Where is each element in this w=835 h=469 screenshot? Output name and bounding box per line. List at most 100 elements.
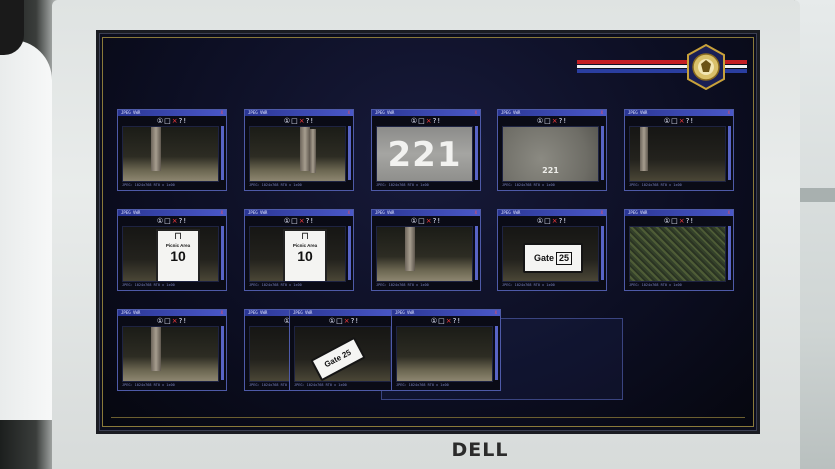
window-close-mark[interactable]: X [347,110,350,115]
info-icon[interactable]: ① [156,217,165,225]
vertical-scrollbar[interactable] [475,226,478,280]
maximize-icon[interactable]: □ [671,117,679,125]
maximize-icon[interactable]: □ [164,317,172,325]
maximize-icon[interactable]: □ [418,117,426,125]
vertical-scrollbar[interactable] [728,226,731,280]
help-icon[interactable]: ? [432,217,438,225]
close-icon[interactable]: × [551,217,559,225]
help-icon[interactable]: ? [305,217,311,225]
vertical-scrollbar[interactable] [728,126,731,180]
alert-icon[interactable]: ! [457,317,462,325]
close-icon[interactable]: × [445,317,453,325]
close-icon[interactable]: × [171,217,179,225]
close-icon[interactable]: × [678,217,686,225]
alert-icon[interactable]: ! [183,217,188,225]
thumbnail-image[interactable]: Gate 25 [294,326,391,382]
maximize-icon[interactable]: □ [544,117,552,125]
alert-icon[interactable]: ! [183,117,188,125]
close-icon[interactable]: × [298,217,306,225]
thumbnail-image[interactable]: 221 [502,126,599,182]
info-icon[interactable]: ① [328,317,337,325]
info-icon[interactable]: ① [410,217,419,225]
window-close-mark[interactable]: X [474,110,477,115]
help-icon[interactable]: ? [350,317,356,325]
thumbnail-image[interactable] [122,126,219,182]
maximize-icon[interactable]: □ [671,217,679,225]
window-close-mark[interactable]: X [347,210,350,215]
maximize-icon[interactable]: □ [291,117,299,125]
help-icon[interactable]: ? [558,217,564,225]
maximize-icon[interactable]: □ [418,217,426,225]
close-icon[interactable]: × [551,117,559,125]
info-icon[interactable]: ① [283,317,292,325]
maximize-icon[interactable]: □ [544,217,552,225]
help-icon[interactable]: ? [452,317,458,325]
vertical-scrollbar[interactable] [495,326,498,380]
thumbnail-image[interactable] [629,226,726,282]
vertical-scrollbar[interactable] [348,126,351,180]
alert-icon[interactable]: ! [437,217,442,225]
window-close-mark[interactable]: X [220,210,223,215]
alert-icon[interactable]: ! [310,217,315,225]
help-icon[interactable]: ? [178,317,184,325]
info-icon[interactable]: ① [663,117,672,125]
close-icon[interactable]: × [425,217,433,225]
alert-icon[interactable]: ! [183,317,188,325]
thumbnail-image[interactable] [122,326,219,382]
info-icon[interactable]: ① [536,217,545,225]
thumbnail-image[interactable] [376,226,473,282]
alert-icon[interactable]: ! [690,117,695,125]
alert-icon[interactable]: ! [310,117,315,125]
maximize-icon[interactable]: □ [438,317,446,325]
vertical-scrollbar[interactable] [221,126,224,180]
info-icon[interactable]: ① [156,317,165,325]
help-icon[interactable]: ? [685,217,691,225]
vertical-scrollbar[interactable] [221,326,224,380]
close-icon[interactable]: × [298,117,306,125]
close-icon[interactable]: × [171,317,179,325]
maximize-icon[interactable]: □ [291,217,299,225]
info-icon[interactable]: ① [283,117,292,125]
alert-icon[interactable]: ! [355,317,360,325]
alert-icon[interactable]: ! [690,217,695,225]
maximize-icon[interactable]: □ [164,217,172,225]
alert-icon[interactable]: ! [437,117,442,125]
window-close-mark[interactable]: X [494,310,497,315]
vertical-scrollbar[interactable] [475,126,478,180]
info-icon[interactable]: ① [430,317,439,325]
info-icon[interactable]: ① [536,117,545,125]
info-icon[interactable]: ① [283,217,292,225]
window-close-mark[interactable]: X [600,110,603,115]
vertical-scrollbar[interactable] [221,226,224,280]
window-close-mark[interactable]: X [220,310,223,315]
window-close-mark[interactable]: X [220,110,223,115]
vertical-scrollbar[interactable] [601,226,604,280]
help-icon[interactable]: ? [178,217,184,225]
close-icon[interactable]: × [425,117,433,125]
